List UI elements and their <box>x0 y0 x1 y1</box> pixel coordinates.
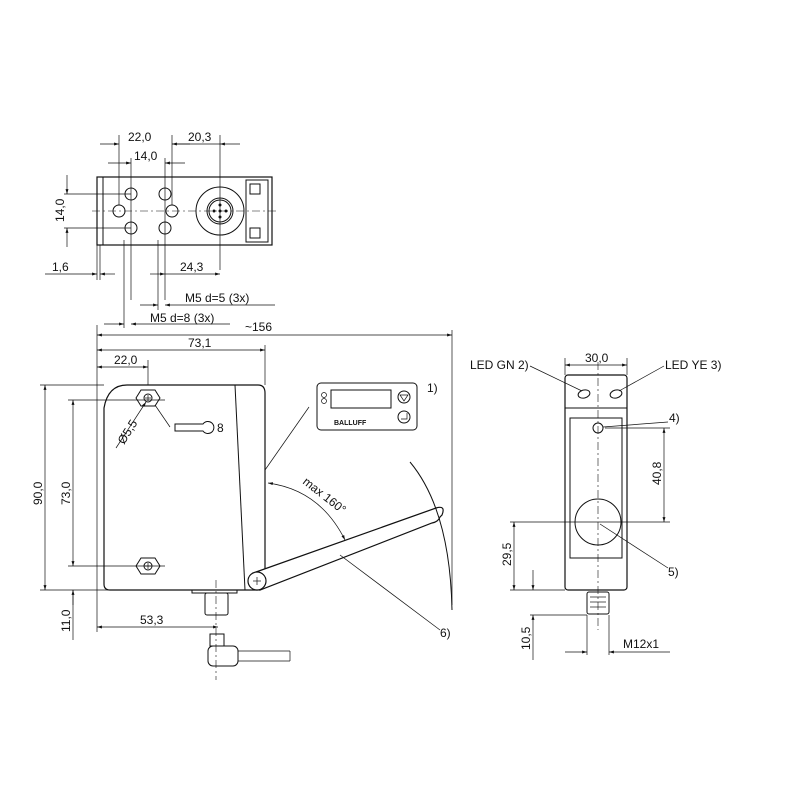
lcd-screen <box>330 389 392 409</box>
display-brand: BALLUFF <box>334 420 367 427</box>
led-green <box>577 389 591 399</box>
led-yellow <box>609 389 623 399</box>
dim-73: 73,0 <box>59 481 73 505</box>
dim-73-1: 73,1 <box>188 336 212 350</box>
note-4: 4) <box>669 411 680 425</box>
mounting-hole-top <box>135 389 161 407</box>
dim-11: 11,0 <box>59 609 73 632</box>
dim-90: 90,0 <box>31 481 45 505</box>
wrench-icon <box>174 421 215 434</box>
dim-24-3: 24,3 <box>180 260 204 274</box>
enter-button-icon <box>397 410 411 424</box>
side-view: ~156 73,1 22,0 90,0 73,0 11,0 53,3 Ø5,5 … <box>31 320 453 680</box>
actuator-arm <box>247 506 444 591</box>
dim-30: 30,0 <box>585 351 609 365</box>
thread-size: M12x1 <box>623 637 659 651</box>
dim-14-h: 14,0 <box>134 149 158 163</box>
dim-1-6: 1,6 <box>52 260 69 274</box>
note-6: 6) <box>440 626 451 640</box>
adjust-screw <box>592 422 604 434</box>
m5-d8-label: M5 d=8 (3x) <box>150 311 214 325</box>
dim-22-top: 22,0 <box>128 130 152 144</box>
note-5: 5) <box>668 565 679 579</box>
dim-53-3: 53,3 <box>140 613 164 627</box>
dim-10-5: 10,5 <box>519 626 533 650</box>
m5-d5-label: M5 d=5 (3x) <box>185 291 249 305</box>
side-body <box>103 384 266 591</box>
dim-20-3: 20,3 <box>188 130 212 144</box>
note-1: 1) <box>427 381 438 395</box>
front-connector <box>586 591 610 615</box>
swing-arc <box>409 461 453 611</box>
dim-14-v: 14,0 <box>53 198 67 222</box>
dim-29-5: 29,5 <box>500 542 514 566</box>
led-ye-label: LED YE 3) <box>665 358 721 372</box>
dim-156: ~156 <box>245 320 272 334</box>
dim-22-side: 22,0 <box>114 353 138 367</box>
front-view: 30,0 LED GN 2) LED YE 3) 4) 40,8 5) 29,5… <box>470 351 721 660</box>
dim-40-8: 40,8 <box>650 461 664 485</box>
down-button-icon <box>397 390 411 404</box>
wrench-size: 8 <box>217 421 224 435</box>
led-gn-label: LED GN 2) <box>470 358 529 372</box>
front-window <box>569 417 623 559</box>
top-view: 22,0 20,3 14,0 14,0 1,6 24,3 M5 d=5 (3x)… <box>45 130 278 328</box>
side-connector <box>204 580 291 680</box>
display-panel: BALLUFF <box>316 382 418 431</box>
